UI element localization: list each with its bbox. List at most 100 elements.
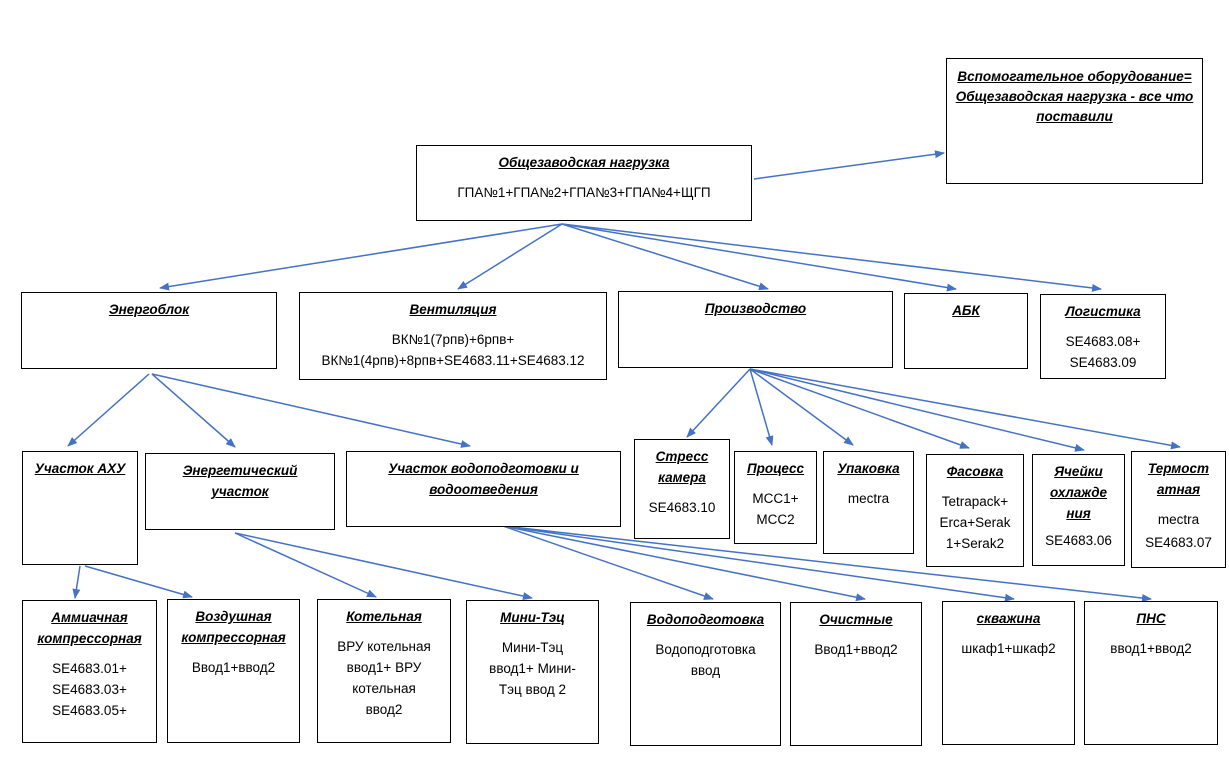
node-air-compressor-title-line1: Воздушная xyxy=(195,609,272,624)
node-air-compressor-body: Ввод1+ввод2 xyxy=(191,660,276,675)
node-filling-body-line3: 1+Serak2 xyxy=(945,536,1005,551)
node-well-title: скважина xyxy=(976,611,1041,626)
arrow-energoblok-to-water xyxy=(151,373,471,448)
node-thermostat-room-body-line1: mectra xyxy=(1157,512,1200,527)
node-boiler-house-body-line4: ввод2 xyxy=(365,702,403,717)
node-stress-chamber: Стресс камера SE4683.10 xyxy=(634,439,730,539)
node-mini-tec: Мини-Тэц Мини-Тэц ввод1+ Мини- Тэц ввод … xyxy=(466,600,599,744)
node-mini-tec-body-line1: Мини-Тэц xyxy=(501,640,564,655)
node-filling-body-line1: Tetrapack+ xyxy=(941,494,1009,509)
node-logistics-body-line1: SE4683.08+ xyxy=(1065,334,1141,349)
node-production: Производство xyxy=(618,291,893,368)
node-thermostat-room-title-line1: Термост xyxy=(1147,461,1210,476)
node-thermostat-room-title: Термост атная xyxy=(1136,458,1221,500)
node-water-section-title-line2: водоотведения xyxy=(429,482,538,497)
node-aux-equipment: Вспомогательное оборудование= Общезаводс… xyxy=(946,58,1203,184)
arrow-water-to-pns xyxy=(502,525,1152,602)
node-ammonia-compressor-title-line1: Аммиачная xyxy=(51,610,128,625)
node-energy-section-title: Энергетический участок xyxy=(150,460,330,502)
node-water-preparation: Водоподготовка Водоподготовка ввод xyxy=(630,602,781,746)
node-plant-load-title: Общезаводская нагрузка xyxy=(498,155,670,170)
arrow-water-to-well xyxy=(502,525,1015,602)
arrow-energoblok-to-energy xyxy=(151,373,236,448)
node-cooling-cells-body: SE4683.06 xyxy=(1045,533,1112,548)
node-mini-tec-body: Мини-Тэц ввод1+ Мини- Тэц ввод 2 xyxy=(471,637,594,700)
node-cooling-cells-title-line3: ния xyxy=(1066,506,1091,521)
arrow-root-to-abk xyxy=(561,223,957,292)
arrow-root-to-ventilation xyxy=(457,223,563,290)
node-thermostat-room-title-line2: атная xyxy=(1156,482,1201,497)
node-air-compressor-title-line2: компрессорная xyxy=(181,630,286,645)
node-ventilation-body-line2: ВК№1(4рпв)+8рпв+SE4683.11+SE4683.12 xyxy=(321,353,585,368)
node-air-compressor: Воздушная компрессорная Ввод1+ввод2 xyxy=(167,599,300,743)
node-energy-section: Энергетический участок xyxy=(145,453,335,530)
node-stress-chamber-title-line2: камера xyxy=(658,470,706,485)
arrow-energoblok-to-axu xyxy=(67,373,150,447)
arrow-production-to-packing xyxy=(749,368,854,446)
node-process-body-line1: MCC1+ xyxy=(752,491,799,506)
arrow-root-to-energoblok xyxy=(159,223,563,291)
node-mini-tec-title: Мини-Тэц xyxy=(500,610,565,625)
node-abk-title: АБК xyxy=(952,303,980,318)
node-ammonia-compressor-body-line1: SE4683.01+ xyxy=(52,661,127,676)
node-packing: Упаковка mectra xyxy=(823,451,914,554)
node-energoblok-title: Энергоблок xyxy=(108,302,190,317)
node-logistics: Логистика SE4683.08+ SE4683.09 xyxy=(1040,294,1166,379)
node-ammonia-compressor-body: SE4683.01+ SE4683.03+ SE4683.05+ xyxy=(27,658,152,721)
node-packing-body: mectra xyxy=(847,491,890,506)
node-energy-section-title-line2: участок xyxy=(211,484,269,499)
node-water-section: Участок водоподготовки и водоотведения xyxy=(346,451,621,527)
node-treatment-facilities-title: Очистные xyxy=(819,612,893,627)
node-energy-section-title-line1: Энергетический xyxy=(182,463,298,478)
node-process-title: Процесс xyxy=(746,461,805,476)
node-logistics-body-line2: SE4683.09 xyxy=(1069,355,1137,370)
node-pns: ПНС ввод1+ввод2 xyxy=(1084,601,1218,745)
arrow-water-to-treatment xyxy=(502,525,866,602)
arrow-root-to-logistics xyxy=(561,223,1102,292)
node-axu-section-title: Участок АХУ xyxy=(34,461,126,476)
node-boiler-house: Котельная ВРУ котельная ввод1+ ВРУ котел… xyxy=(317,599,451,743)
node-ventilation-title: Вентиляция xyxy=(409,302,497,317)
arrow-root-to-production xyxy=(561,223,769,291)
node-plant-load-body: ГПА№1+ГПА№2+ГПА№3+ГПА№4+ЩГП xyxy=(457,185,711,200)
node-treatment-facilities-body: Ввод1+ввод2 xyxy=(814,642,898,657)
node-boiler-house-body-line3: котельная xyxy=(352,681,416,696)
node-ammonia-compressor-body-line3: SE4683.05+ xyxy=(52,703,127,718)
node-ventilation: Вентиляция ВК№1(7рпв)+6рпв+ ВК№1(4рпв)+8… xyxy=(299,292,607,380)
node-boiler-house-body-line1: ВРУ котельная xyxy=(337,639,431,654)
node-logistics-title: Логистика xyxy=(1065,304,1141,319)
node-boiler-house-body: ВРУ котельная ввод1+ ВРУ котельная ввод2 xyxy=(322,636,446,720)
node-abk: АБК xyxy=(904,293,1028,369)
node-water-preparation-body: Водоподготовка ввод xyxy=(635,639,776,681)
node-stress-chamber-title: Стресс камера xyxy=(639,446,725,488)
node-filling: Фасовка Tetrapack+ Erca+Serak 1+Serak2 xyxy=(926,454,1024,567)
node-water-preparation-title: Водоподготовка xyxy=(646,612,765,627)
node-ventilation-body-line1: ВК№1(7рпв)+6рпв+ xyxy=(391,332,515,347)
node-plant-load: Общезаводская нагрузка ГПА№1+ГПА№2+ГПА№3… xyxy=(416,145,752,221)
node-thermostat-room-body-line2: SE4683.07 xyxy=(1145,535,1212,550)
node-ammonia-compressor: Аммиачная компрессорная SE4683.01+ SE468… xyxy=(22,600,157,743)
arrow-axu-to-air xyxy=(84,565,193,599)
node-water-preparation-body-line1: Водоподготовка xyxy=(655,642,756,657)
node-cooling-cells-title: Ячейки охлажде ния xyxy=(1037,461,1120,524)
arrow-production-to-stress xyxy=(686,368,751,438)
arrow-energy-to-boiler xyxy=(234,532,377,598)
node-process-body-line2: MCC2 xyxy=(756,512,795,527)
node-mini-tec-body-line3: Тэц ввод 2 xyxy=(498,682,567,697)
node-thermostat-room: Термост атная mectra SE4683.07 xyxy=(1131,451,1226,568)
arrow-axu-to-ammonia xyxy=(72,565,81,599)
node-pns-title: ПНС xyxy=(1136,611,1166,626)
arrow-root-to-aux xyxy=(753,150,945,180)
node-energoblok: Энергоблок xyxy=(21,292,277,369)
node-filling-title: Фасовка xyxy=(946,464,1004,479)
node-cooling-cells-title-line2: охлажде xyxy=(1049,485,1108,500)
node-production-title: Производство xyxy=(704,301,807,316)
node-boiler-house-body-line2: ввод1+ ВРУ xyxy=(346,660,422,675)
node-water-preparation-body-line2: ввод xyxy=(690,663,721,678)
node-stress-chamber-title-line1: Стресс xyxy=(655,449,709,464)
node-water-section-title: Участок водоподготовки и водоотведения xyxy=(351,458,616,500)
node-mini-tec-body-line2: ввод1+ Мини- xyxy=(489,661,576,676)
arrow-water-to-waterprep xyxy=(502,525,714,600)
arrow-production-to-cooling xyxy=(749,368,1085,452)
